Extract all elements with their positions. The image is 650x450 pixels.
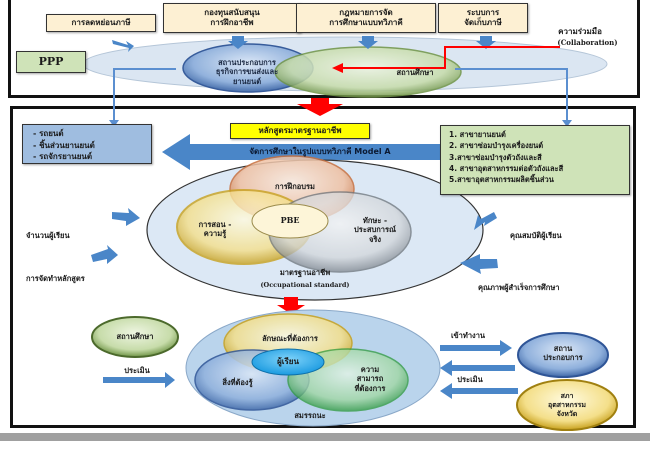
banner-double-arrow <box>162 134 476 170</box>
occupational-standard-th: มาตรฐานอาชีพ <box>279 268 331 277</box>
tax-system-box: ระบบการ จัดเก็บภาษี <box>438 3 528 33</box>
collaboration-line <box>342 46 560 69</box>
venn-knowledge-label: สิ่งที่ต้องรู้ <box>222 378 253 387</box>
list-item: 3.สาขาซ่อมบำรุงตัวถังและสี <box>449 152 542 162</box>
input-student-qualification: คุณสมบัติผู้เรียน <box>510 231 562 240</box>
input-curriculum: การจัดทำหลักสูตร <box>26 274 85 283</box>
law-box: กฎหมายการจัด การศึกษาแบบทวิภาคี <box>296 3 436 33</box>
venn-ability-label: ความ สามารถ ที่ต้องการ <box>354 365 386 393</box>
competency-label: สมรรถนะ <box>294 411 326 420</box>
connector-line-left <box>113 68 176 122</box>
arrow-icon <box>440 383 518 399</box>
arrow-icon <box>476 36 496 49</box>
red-down-arrow <box>297 98 343 116</box>
assess-left-label: ประเมิน <box>124 366 150 375</box>
list-item: 5.สาขาอุตสาหกรรมผลิตชิ้นส่วน <box>449 175 554 184</box>
fund-box: กองทุนสนับสนุน การฝึกอาชีพ <box>163 3 301 33</box>
list-item: 4. สาขาอุตสาหกรรมต่อตัวถังและสี <box>449 163 564 173</box>
venn-skill-label: ทักษะ - ประสบการณ์ จริง <box>354 216 396 244</box>
venn-pbe-label: PBE <box>280 215 300 225</box>
arrow-icon <box>112 40 134 52</box>
list-item: 2. สาขาซ่อมบำรุงเครื่องยนต์ <box>449 141 544 151</box>
employment-label: เข้าทำงาน <box>450 331 486 340</box>
occupational-standard-en: (Occupational standard) <box>260 281 350 289</box>
venn-teaching-label: การสอน - ความรู้ <box>198 220 232 239</box>
enterprise-ellipse-bottom <box>517 332 609 378</box>
venn-learner-label: ผู้เรียน <box>277 357 299 366</box>
arrow-icon <box>103 372 175 388</box>
enterprise-bottom-label: สถาน ประกอบการ <box>543 344 583 363</box>
list-item: - รถจักรยานยนต์ <box>33 152 93 162</box>
dual-education-banner: จัดการศึกษาในรูปแบบทวิภาคี Model A <box>249 147 391 156</box>
input-student-count: จำนวนผู้เรียน <box>26 231 70 240</box>
arrow-icon <box>474 212 497 230</box>
connector-line-right <box>455 68 568 122</box>
arrow-icon <box>112 208 140 226</box>
bottom-bar <box>0 433 650 441</box>
arrow-icon <box>109 120 119 127</box>
arrow-icon <box>91 245 118 264</box>
venn-pbe <box>251 203 329 239</box>
industry-council-label: สภา อุตสาหกรรม จังหวัด <box>548 392 586 419</box>
school-bottom-label: สถานศึกษา <box>116 332 154 341</box>
red-down-arrow <box>277 297 305 314</box>
arrow-icon <box>562 120 572 127</box>
list-item: 1. สาขายานยนต์ <box>449 130 506 139</box>
list-item: - ชิ้นส่วนยานยนต์ <box>33 140 95 150</box>
ppp-box: PPP <box>16 51 86 73</box>
input-graduate-quality: คุณภาพผู้สำเร็จการศึกษา <box>478 283 560 292</box>
collaboration-th: ความร่วมมือ <box>558 27 602 36</box>
fields-of-study-list: 1. สาขายานยนต์ 2. สาขาซ่อมบำรุงเครื่องยน… <box>440 125 630 195</box>
arrow-icon <box>332 63 343 73</box>
tax-deduction-box: การลดหย่อนภาษี <box>46 14 156 32</box>
enterprise-label: สถานประกอบการ ธุรกิจการขนส่งและ ยานยนต์ <box>215 58 279 86</box>
arrow-icon <box>440 340 512 356</box>
arrow-icon <box>358 36 378 49</box>
assess-right-label: ประเมิน <box>457 375 483 384</box>
school-label: สถานศึกษา <box>396 68 434 77</box>
collaboration-en: (Collaboration) <box>557 38 618 47</box>
arrow-icon <box>228 36 248 49</box>
venn-attributes-label: ลักษณะที่ต้องการ <box>262 334 318 343</box>
arrow-icon <box>440 360 515 376</box>
curriculum-header: หลักสูตรมาตรฐานอาชีพ <box>230 123 370 139</box>
venn-learner <box>251 348 325 376</box>
venn-training-label: การฝึกอบรม <box>275 182 315 191</box>
list-item: - รถยนต์ <box>33 129 64 138</box>
vehicle-types-list: - รถยนต์ - ชิ้นส่วนยานยนต์ - รถจักรยานยน… <box>22 124 152 164</box>
industry-council-ellipse <box>516 379 618 431</box>
ppp-label: PPP <box>38 55 64 69</box>
school-ellipse-bottom <box>91 316 179 358</box>
arrow-icon <box>460 254 498 274</box>
